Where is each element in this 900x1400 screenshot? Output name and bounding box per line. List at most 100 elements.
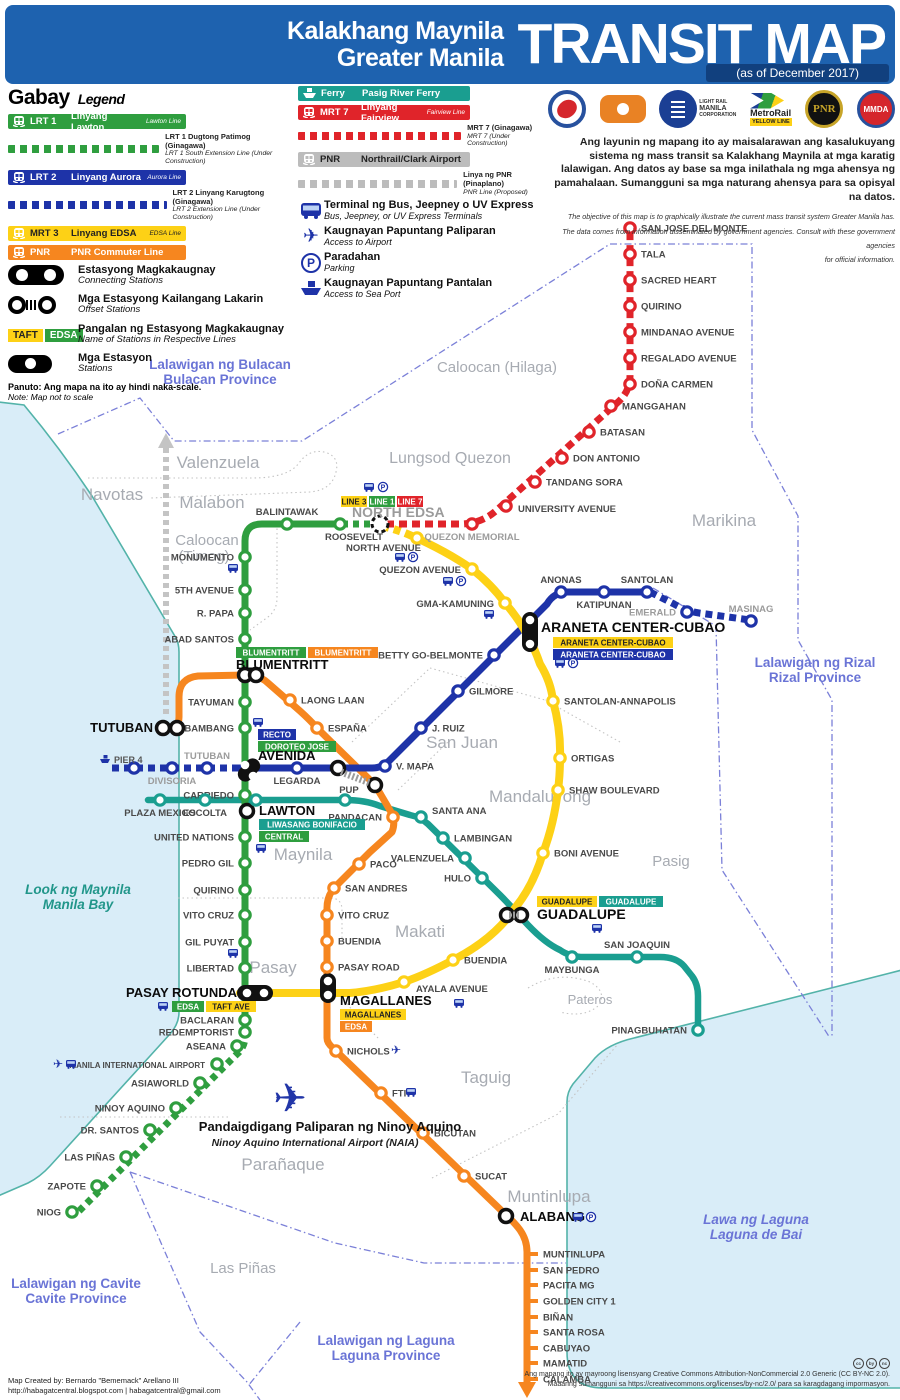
line-arrow-up bbox=[158, 433, 174, 448]
station-escolta bbox=[198, 793, 212, 807]
station-anonas bbox=[554, 585, 568, 599]
parking-icon: P bbox=[301, 252, 321, 273]
transit-line-lrt1 bbox=[241, 520, 344, 1024]
station-aseana bbox=[230, 1039, 244, 1053]
station-label-sucat: SUCAT bbox=[475, 1172, 507, 1183]
bus-icon bbox=[301, 203, 321, 220]
station-lambingan bbox=[436, 831, 450, 845]
pnr-logo-icon: PNR bbox=[805, 90, 844, 128]
bus-icon bbox=[67, 1061, 75, 1064]
train-icon bbox=[13, 171, 25, 183]
line-name: Linyang EDSA bbox=[71, 227, 137, 239]
station-fti bbox=[374, 1086, 388, 1100]
bus-icon bbox=[412, 1094, 415, 1097]
parking-icon bbox=[585, 1211, 597, 1223]
station-label-lambingan: LAMBINGAN bbox=[454, 834, 512, 845]
dashed-line-swatch bbox=[8, 201, 167, 210]
lawton-station bbox=[238, 802, 256, 820]
station-tag-label: CENTRAL bbox=[265, 833, 303, 842]
map-credits: Map Created by: Bernardo "Bememack" Arel… bbox=[8, 1376, 221, 1396]
bus-icon bbox=[574, 1219, 577, 1222]
station-pinagbuhatan bbox=[691, 1023, 705, 1037]
dashed-line-swatch bbox=[298, 179, 458, 188]
station-label-anonas: ANONAS bbox=[540, 575, 581, 586]
station-tag bbox=[172, 1001, 204, 1012]
station-masinag bbox=[744, 614, 758, 628]
station-label-san-andres: SAN ANDRES bbox=[345, 884, 407, 895]
about-text-english: The objective of this map is to graphica… bbox=[562, 212, 895, 265]
station-label-5th-avenue: 5TH AVENUE bbox=[175, 586, 234, 597]
station-label-santa-rosa: SANTA ROSA bbox=[543, 1328, 605, 1339]
station-label-gilmore: GILMORE bbox=[469, 687, 513, 698]
station-j-ruiz bbox=[414, 721, 428, 735]
province-label: Look ng Maynila bbox=[25, 882, 131, 897]
parking-icon: P bbox=[411, 555, 416, 562]
station-label-santa-ana: SANTA ANA bbox=[432, 806, 487, 817]
station-label-quezon-memorial: QUEZON MEMORIAL bbox=[425, 532, 520, 543]
araneta-center-cubao-interchange-dot bbox=[525, 639, 535, 649]
cc-icon: cc bbox=[853, 1358, 864, 1369]
bus-icon bbox=[556, 665, 559, 668]
bus-icon bbox=[262, 850, 265, 853]
station-asiaworld bbox=[193, 1076, 207, 1090]
station-tutuban bbox=[200, 761, 214, 775]
station-niog bbox=[65, 1205, 79, 1219]
station-tick-calamba bbox=[529, 1377, 538, 1381]
bus-icon bbox=[365, 484, 373, 487]
bus-icon bbox=[561, 665, 564, 668]
station-buendia bbox=[320, 934, 334, 948]
parking-icon: P bbox=[567, 657, 579, 669]
station-label-university-avenue: UNIVERSITY AVENUE bbox=[518, 504, 616, 515]
bus-icon bbox=[396, 559, 399, 562]
station-5th-avenue bbox=[238, 583, 252, 597]
station-tag-label: MAGALLANES bbox=[345, 1011, 402, 1020]
train-icon bbox=[13, 246, 25, 258]
area-label: Pasig bbox=[652, 853, 690, 870]
station-label-san-pedro: SAN PEDRO bbox=[543, 1266, 599, 1277]
station-tag bbox=[341, 496, 367, 507]
bus-icon bbox=[253, 718, 263, 727]
station-label-mamatid: MAMATID bbox=[543, 1359, 587, 1370]
interchange-label: PASAY ROTUNDA bbox=[126, 985, 238, 1000]
station-tag bbox=[599, 896, 663, 907]
parking-icon: P bbox=[377, 481, 389, 493]
area-label: Taguig bbox=[461, 1068, 511, 1087]
station-manggahan bbox=[604, 399, 618, 413]
bus-icon bbox=[485, 611, 493, 614]
station-emerald bbox=[680, 605, 694, 619]
station-tag bbox=[340, 1009, 406, 1020]
line-name: PNR Commuter Line bbox=[71, 246, 164, 258]
parking-icon bbox=[377, 481, 389, 493]
line-code: MRT 7 bbox=[320, 107, 349, 118]
station-label-don-antonio: DON ANTONIO bbox=[573, 454, 640, 465]
line-name-english: Fairview Line bbox=[426, 109, 465, 116]
station-santolan-annapolis bbox=[546, 694, 560, 708]
station-label-ayala-avenue: AYALA AVENUE bbox=[416, 984, 488, 995]
bus-icon bbox=[484, 610, 494, 619]
ship-icon bbox=[103, 755, 108, 759]
legend-line-note: LRT 1 Dugtong Patimog (Ginagawa)LRT 1 So… bbox=[165, 132, 273, 166]
boundary-line bbox=[431, 1043, 619, 1179]
line-code: Ferry bbox=[321, 88, 345, 99]
station-balintawak bbox=[280, 517, 294, 531]
station-quirino bbox=[238, 883, 252, 897]
station-legarda bbox=[290, 761, 304, 775]
train-icon bbox=[13, 227, 25, 239]
province-label: Lalawigan ng Bulacan bbox=[149, 357, 291, 372]
agency-logos: LIGHT RAIL MANILA CORPORATION MetroRail … bbox=[548, 88, 895, 130]
interchange-label: TUTUBAN bbox=[90, 720, 153, 735]
tutuban-interchange bbox=[154, 719, 172, 737]
bus-icon bbox=[229, 570, 232, 573]
station-shaw-boulevard bbox=[551, 783, 565, 797]
